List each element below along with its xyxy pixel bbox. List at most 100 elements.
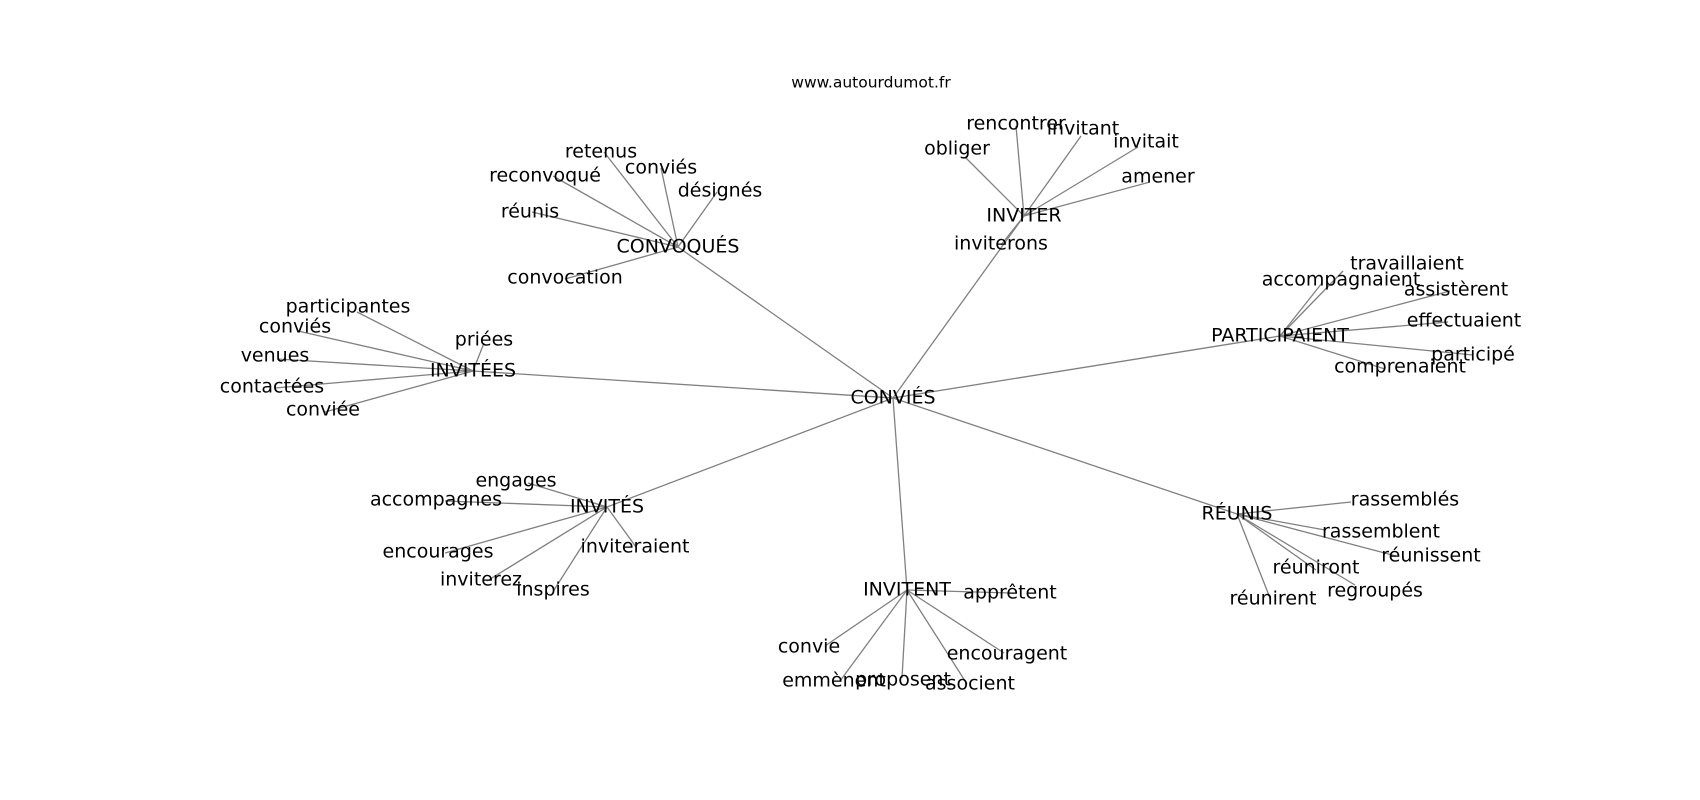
- leaf-node-convoques-5[interactable]: convocation: [507, 267, 622, 289]
- leaf-node-inviter-3[interactable]: invitait: [1113, 131, 1179, 153]
- leaf-node-inviter-0[interactable]: rencontrer: [966, 113, 1066, 135]
- graph-edges: [274, 125, 1474, 685]
- edge-invites-0: [527, 482, 608, 508]
- edge-inviter-3: [1023, 146, 1139, 217]
- edge-invitent-3: [839, 589, 908, 682]
- edge-participaient-2: [1279, 290, 1451, 337]
- leaf-node-convoques-1[interactable]: conviés: [625, 157, 697, 179]
- edge-convoques-4: [531, 211, 679, 248]
- leaf-node-participaient-4[interactable]: participé: [1431, 344, 1515, 366]
- leaf-node-invitees-4[interactable]: contactées: [220, 376, 324, 398]
- edge-invitees-5: [324, 370, 474, 413]
- edge-reunis-5: [1236, 513, 1271, 599]
- leaf-node-invites-3[interactable]: inviteraient: [581, 536, 690, 558]
- edge-inviter-1: [1023, 135, 1082, 217]
- edge-invitent-5: [906, 589, 968, 685]
- leaf-node-invitees-3[interactable]: venues: [241, 345, 310, 367]
- edge-reunis-2: [1236, 513, 1397, 557]
- edge-center-invitees: [472, 370, 894, 399]
- leaf-node-reunis-3[interactable]: réuniront: [1273, 557, 1360, 579]
- edge-convoques-2: [552, 175, 679, 248]
- leaf-node-reunis-4[interactable]: regroupés: [1327, 580, 1423, 602]
- leaf-node-inviter-5[interactable]: inviterons: [954, 233, 1048, 255]
- edge-invitees-4: [274, 370, 474, 389]
- edge-invitent-4: [901, 589, 908, 679]
- leaf-node-invitent-5[interactable]: associent: [925, 673, 1015, 695]
- edge-participaient-3: [1279, 321, 1449, 337]
- edge-inviter-4: [1023, 181, 1151, 217]
- hub-node-invitent[interactable]: INVITENT: [863, 579, 951, 601]
- leaf-node-invites-2[interactable]: encourages: [383, 541, 494, 563]
- edge-invites-1: [444, 500, 608, 508]
- hub-node-inviter[interactable]: INVITER: [986, 205, 1061, 227]
- hub-node-invitees[interactable]: INVITÉES: [430, 359, 516, 382]
- leaf-node-invitent-2[interactable]: encouragent: [947, 643, 1068, 665]
- edge-reunis-0: [1236, 501, 1352, 515]
- leaf-node-inviter-4[interactable]: amener: [1121, 166, 1195, 188]
- edge-invitent-1: [824, 589, 908, 647]
- edge-invitees-0: [356, 311, 474, 372]
- edge-inviter-0: [1015, 125, 1025, 217]
- leaf-node-inviter-1[interactable]: invitant: [1047, 118, 1119, 140]
- graph-labels: CONVIÉSCONVOQUÉSretenusconviésreconvoqué…: [220, 113, 1521, 695]
- leaf-node-inviter-2[interactable]: obliger: [924, 138, 990, 160]
- leaf-node-invitees-0[interactable]: participantes: [286, 296, 411, 318]
- edge-invites-5: [553, 506, 608, 591]
- edge-center-participaient: [892, 335, 1281, 399]
- edge-invites-2: [444, 506, 608, 554]
- edge-invitent-0: [906, 589, 1011, 594]
- edge-convoques-0: [603, 151, 679, 248]
- leaf-node-participaient-5[interactable]: comprenaient: [1334, 356, 1466, 378]
- edge-convoques-1: [660, 167, 679, 248]
- edge-participaient-1: [1279, 282, 1323, 337]
- leaf-node-invitent-3[interactable]: emmènent: [782, 670, 886, 692]
- leaf-node-participaient-1[interactable]: accompagnaient: [1262, 269, 1421, 291]
- leaf-node-reunis-1[interactable]: rassemblent: [1322, 521, 1440, 543]
- edge-invitees-2: [472, 342, 485, 372]
- edge-participaient-0: [1279, 270, 1344, 337]
- edge-center-invites: [606, 397, 894, 508]
- leaf-node-convoques-4[interactable]: réunis: [501, 201, 559, 223]
- leaf-node-participaient-2[interactable]: assistèrent: [1404, 279, 1508, 301]
- edge-invitees-1: [297, 330, 474, 372]
- leaf-node-invites-5[interactable]: inspires: [516, 579, 590, 601]
- leaf-node-invitees-1[interactable]: conviés: [259, 316, 331, 338]
- leaf-node-reunis-5[interactable]: réunirent: [1229, 588, 1316, 610]
- center-node-label[interactable]: CONVIÉS: [850, 386, 935, 409]
- edge-reunis-1: [1236, 513, 1326, 531]
- leaf-node-invites-0[interactable]: engages: [475, 470, 556, 492]
- edge-participaient-5: [1279, 335, 1386, 370]
- hub-node-reunis[interactable]: RÉUNIS: [1202, 502, 1273, 525]
- edge-inviter-2: [964, 156, 1025, 217]
- edge-invites-4: [486, 506, 608, 582]
- leaf-node-invites-4[interactable]: inviterez: [440, 569, 522, 591]
- edge-convoques-3: [677, 191, 718, 248]
- hub-node-invites[interactable]: INVITÉS: [570, 495, 644, 518]
- hub-node-convoques[interactable]: CONVOQUÉS: [617, 235, 740, 258]
- edge-inviter-5: [1000, 215, 1025, 246]
- site-url: www.autourdumot.fr: [791, 74, 951, 92]
- leaf-node-invitees-2[interactable]: priées: [455, 329, 513, 351]
- leaf-node-convoques-2[interactable]: reconvoqué: [489, 165, 601, 187]
- leaf-node-convoques-0[interactable]: retenus: [565, 141, 637, 163]
- edge-center-reunis: [892, 397, 1238, 515]
- leaf-node-participaient-3[interactable]: effectuaient: [1407, 310, 1522, 332]
- edge-invitees-3: [276, 358, 474, 372]
- leaf-node-invites-1[interactable]: accompagnes: [370, 489, 502, 511]
- leaf-node-participaient-0[interactable]: travaillaient: [1350, 253, 1464, 275]
- edge-participaient-4: [1279, 335, 1474, 356]
- edge-invites-3: [606, 506, 637, 548]
- edge-invitent-2: [906, 589, 1005, 654]
- leaf-node-reunis-0[interactable]: rassemblés: [1351, 489, 1459, 511]
- edge-reunis-3: [1236, 513, 1317, 571]
- leaf-node-invitent-4[interactable]: proposent: [855, 669, 951, 691]
- edge-reunis-4: [1236, 513, 1356, 586]
- edge-center-inviter: [892, 215, 1025, 399]
- leaf-node-invitent-0[interactable]: apprêtent: [963, 582, 1056, 604]
- leaf-node-invitees-5[interactable]: conviée: [286, 399, 360, 421]
- leaf-node-convoques-3[interactable]: désignés: [678, 180, 763, 202]
- leaf-node-invitent-1[interactable]: convie: [778, 636, 840, 658]
- hub-node-participaient[interactable]: PARTICIPAIENT: [1211, 325, 1349, 347]
- leaf-node-reunis-2[interactable]: réunissent: [1381, 545, 1480, 567]
